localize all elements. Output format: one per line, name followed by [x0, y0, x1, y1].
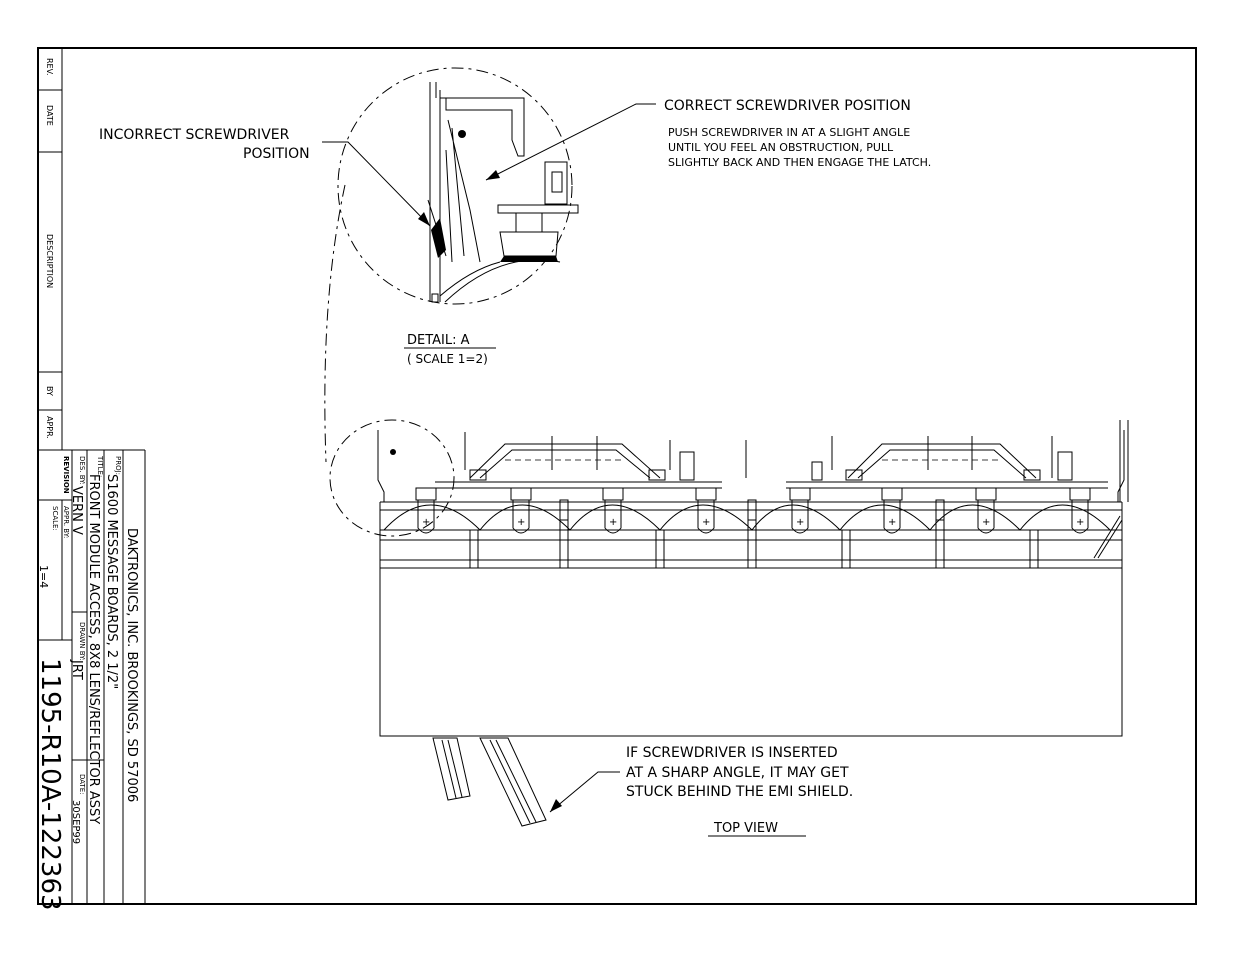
correct-position-note-2: UNTIL YOU FEEL AN OBSTRUCTION, PULL	[668, 141, 894, 154]
revision-label: REVISION	[62, 456, 70, 494]
warning-line-1: IF SCREWDRIVER IS INSERTED	[626, 745, 838, 761]
svg-text:+: +	[796, 517, 804, 528]
correct-position-note-3: SLIGHTLY BACK AND THEN ENGAGE THE LATCH.	[668, 156, 931, 169]
date-field-label: DATE:	[78, 774, 86, 795]
detail-a-view	[337, 67, 579, 305]
revision-block: REV. DATE DESCRIPTION BY APPR.	[38, 48, 63, 451]
sheet-border	[37, 47, 1197, 905]
incorrect-position-label-2: POSITION	[243, 146, 310, 162]
des-by-label: DES. BY:	[78, 456, 86, 485]
appr-by-label: APPR. BY:	[62, 506, 70, 538]
svg-text:+: +	[1076, 517, 1084, 528]
by-label: BY	[45, 386, 54, 396]
screwdriver-handles	[432, 737, 547, 827]
des-by-value: VERN V	[69, 486, 84, 535]
appr-label: APPR.	[45, 416, 54, 439]
description-label: DESCRIPTION	[45, 234, 54, 288]
svg-text:+: +	[422, 517, 430, 528]
correct-position-title: CORRECT SCREWDRIVER POSITION	[664, 98, 911, 114]
detail-callout-line	[324, 184, 346, 463]
proj-value: S1600 MESSAGE BOARDS, 2 1/2"	[104, 474, 119, 689]
detail-leaders	[322, 103, 656, 227]
scale-value: 1=4	[37, 565, 50, 588]
detail-scale: ( SCALE 1=2)	[407, 352, 488, 366]
svg-text:+: +	[888, 517, 896, 528]
warning-leader	[549, 771, 620, 813]
svg-text:+: +	[517, 517, 525, 528]
scale-label: SCALE:	[51, 506, 59, 531]
detail-callout-circle	[329, 419, 455, 537]
title-block: DAKTRONICS, INC. BROOKINGS, SD 57006 PRO…	[35, 449, 146, 911]
detail-title: DETAIL: A	[407, 333, 470, 348]
warning-line-3: STUCK BEHIND THE EMI SHIELD.	[626, 784, 853, 800]
date-field-value: 30SEP99	[70, 800, 81, 844]
title-value: FRONT MODULE ACCESS, 8X8 LENS/REFLECTOR …	[86, 474, 101, 824]
proj-label: PROJ:	[114, 456, 122, 475]
svg-text:+: +	[609, 517, 617, 528]
incorrect-position-label-1: INCORRECT SCREWDRIVER	[99, 127, 290, 143]
svg-text:+: +	[702, 517, 710, 528]
drawing-number: 1195-R10A-122363	[35, 658, 65, 911]
top-view-label: TOP VIEW	[713, 821, 778, 836]
company-name: DAKTRONICS, INC. BROOKINGS, SD 57006	[124, 528, 139, 802]
drawn-by-value: JRT	[69, 659, 84, 680]
date-label: DATE	[45, 105, 54, 126]
warning-line-2: AT A SHARP ANGLE, IT MAY GET	[626, 765, 849, 781]
svg-text:+: +	[982, 517, 990, 528]
title-label: TITLE:	[96, 455, 104, 477]
rev-label: REV.	[45, 58, 54, 76]
drawn-by-label: DRAWN BY:	[78, 622, 86, 661]
top-view-assembly: + + + + + + + +	[377, 420, 1129, 737]
correct-position-note-1: PUSH SCREWDRIVER IN AT A SLIGHT ANGLE	[668, 126, 910, 139]
led-bulbs: + + + + + + + +	[415, 487, 1091, 534]
